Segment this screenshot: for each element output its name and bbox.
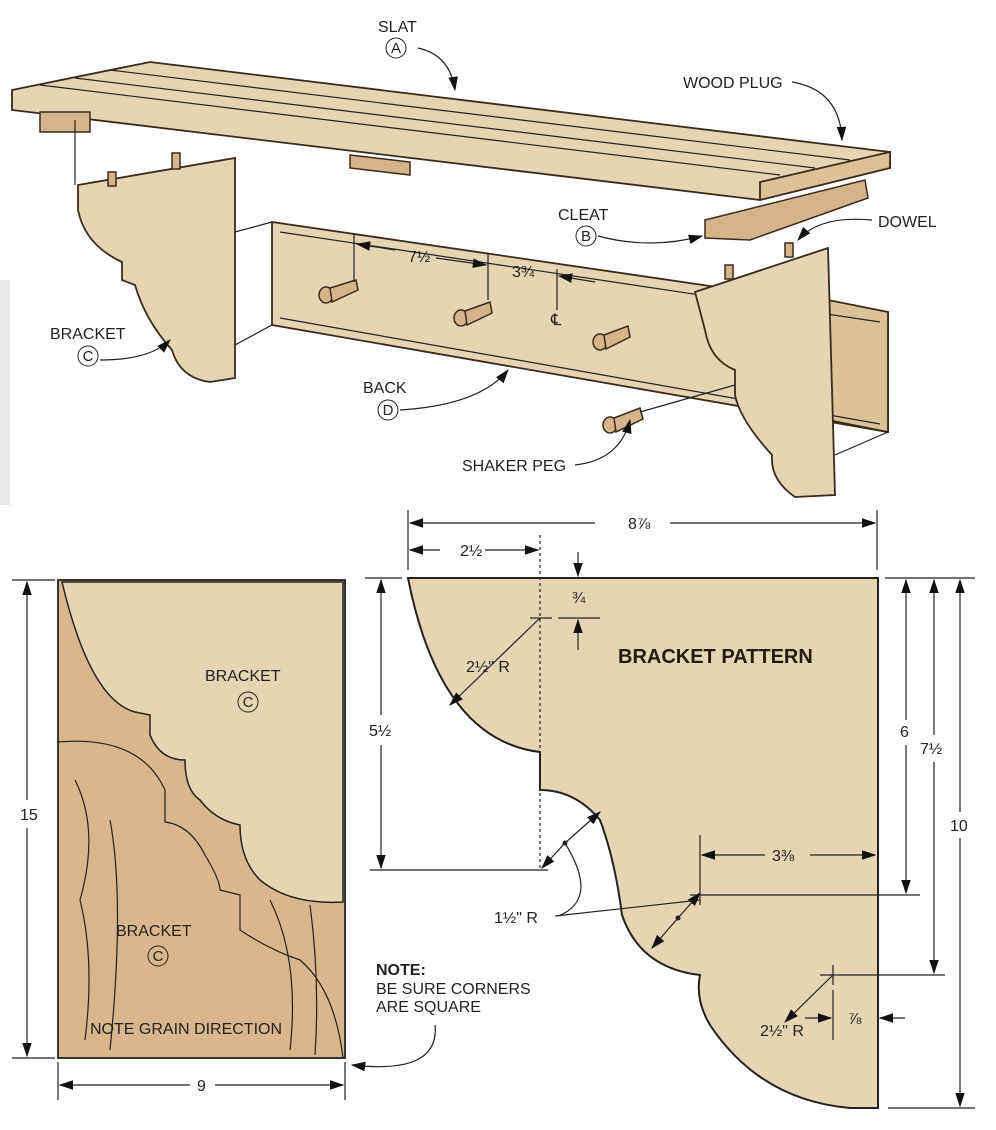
- back-letter: D: [383, 402, 394, 419]
- cleat: [704, 179, 869, 241]
- shaker-pegs: [318, 279, 644, 434]
- shaker-peg-label: SHAKER PEG: [462, 458, 566, 475]
- bottom-radius-dim: 2½" R: [760, 1023, 804, 1040]
- cleat-letter: B: [581, 228, 591, 245]
- top-radius-offset-dim: 2½: [460, 543, 482, 560]
- mid-radius-dim: 1½" R: [494, 910, 538, 927]
- cleat-label: CLEAT: [558, 207, 609, 224]
- bracket-pattern: BRACKET PATTERN 8⅞ 2½ ¾ 2½" R 5½ 1½" R: [365, 510, 975, 1109]
- note-line-1: BE SURE CORNERS: [376, 981, 531, 998]
- slat-letter: A: [391, 40, 401, 57]
- upper-bracket-label: BRACKET: [205, 668, 281, 685]
- lower-bracket-label: BRACKET: [116, 923, 192, 940]
- note-heading: NOTE:: [376, 962, 426, 979]
- right-bracket: [693, 246, 836, 498]
- dowel-label: DOWEL: [878, 214, 937, 231]
- bracket-label: BRACKET: [50, 326, 126, 343]
- slats: [11, 61, 891, 202]
- blank-width-dim: 9: [197, 1078, 206, 1095]
- peg-spacing-dim: 7½: [408, 249, 430, 266]
- exploded-view: SLAT A WOOD PLUG CLEAT B DOWEL BRACKET C…: [11, 19, 937, 498]
- top-radius-drop-dim: ¾: [572, 590, 586, 607]
- grain-note: NOTE GRAIN DIRECTION: [90, 1021, 282, 1038]
- pattern-title: BRACKET PATTERN: [618, 646, 813, 668]
- height-6-dim: 6: [900, 724, 909, 741]
- blank-height-dim: 15: [20, 807, 38, 824]
- left-bracket: [77, 156, 236, 383]
- slat-label: SLAT: [378, 19, 417, 36]
- bracket-blank: BRACKET C BRACKET C NOTE GRAIN DIRECTION…: [12, 579, 531, 1100]
- centerline-mark: ℄: [550, 312, 562, 329]
- back-label: BACK: [363, 380, 407, 397]
- lower-bracket-letter: C: [153, 948, 164, 965]
- note-line-2: ARE SQUARE: [376, 999, 481, 1016]
- upper-bracket-letter: C: [243, 694, 254, 711]
- side-strip: [0, 280, 10, 505]
- bottom-offset-dim: ⅞: [848, 1011, 862, 1028]
- back-panel: [271, 220, 889, 434]
- step-height-dim: 5½: [369, 723, 391, 740]
- height-7-5-dim: 7½: [920, 741, 942, 758]
- height-10-dim: 10: [950, 818, 968, 835]
- wood-plug-label: WOOD PLUG: [683, 75, 783, 92]
- top-radius-dim: 2½" R: [466, 659, 510, 676]
- overall-width-dim: 8⅞: [628, 516, 651, 533]
- mid-offset-dim: 3⅜: [772, 848, 795, 865]
- center-offset-dim: 3¾: [512, 264, 535, 281]
- bracket-letter: C: [83, 348, 94, 365]
